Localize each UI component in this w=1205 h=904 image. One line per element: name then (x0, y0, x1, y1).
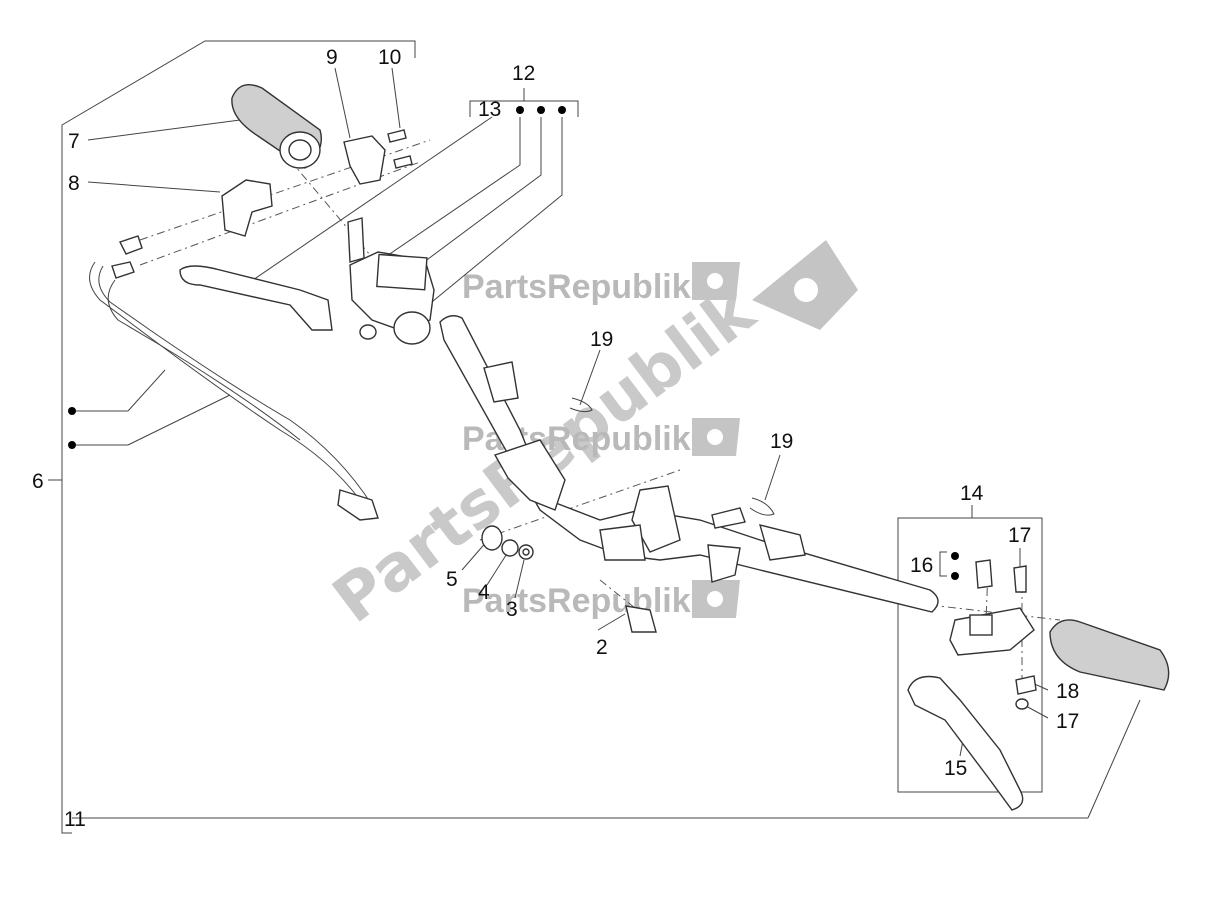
callout-9: 9 (326, 46, 338, 69)
cables (89, 235, 379, 521)
leader-lines (76, 67, 1141, 819)
callout-8: 8 (68, 172, 80, 195)
callout-17-bottom: 17 (1056, 710, 1079, 733)
circlips-19 (569, 397, 775, 516)
right-lever-assembly (907, 559, 1037, 811)
callout-10: 10 (378, 46, 401, 69)
screws-10 (387, 129, 413, 169)
bullet-dot-icon (68, 106, 959, 580)
watermark-top: PartsRepublik (462, 268, 691, 306)
callout-16: 16 (910, 554, 933, 577)
callout-2: 2 (596, 636, 608, 659)
callout-4: 4 (478, 581, 490, 604)
bracket-lines (48, 40, 1088, 834)
brake-master-cylinder (347, 217, 435, 345)
handlebar (439, 315, 939, 613)
watermark-bottom: PartsRepublik (462, 582, 691, 620)
callout-14: 14 (960, 482, 984, 505)
callout-labels: 2 3 4 5 6 7 8 9 10 11 12 13 14 15 16 17 … (32, 46, 1079, 831)
callout-19-left: 19 (590, 328, 613, 351)
grip-clamp-9 (343, 135, 386, 185)
callout-6: 6 (32, 470, 44, 493)
spacers-3-4-5 (481, 525, 534, 560)
callout-13: 13 (478, 98, 501, 121)
callout-19-right: 19 (770, 430, 793, 453)
callout-18: 18 (1056, 680, 1079, 703)
right-grip (1049, 619, 1170, 691)
callout-12: 12 (512, 62, 535, 85)
callout-5: 5 (446, 568, 458, 591)
callout-11: 11 (64, 808, 86, 831)
callout-3: 3 (506, 598, 518, 621)
assembly-14-frame (897, 517, 1043, 793)
callout-15: 15 (944, 757, 967, 780)
left-grip (231, 84, 323, 169)
clamp-8 (221, 179, 273, 237)
bar-end-2 (625, 605, 657, 633)
left-lever (179, 265, 333, 331)
callout-17-top: 17 (1008, 524, 1031, 547)
callout-7: 7 (68, 130, 80, 153)
